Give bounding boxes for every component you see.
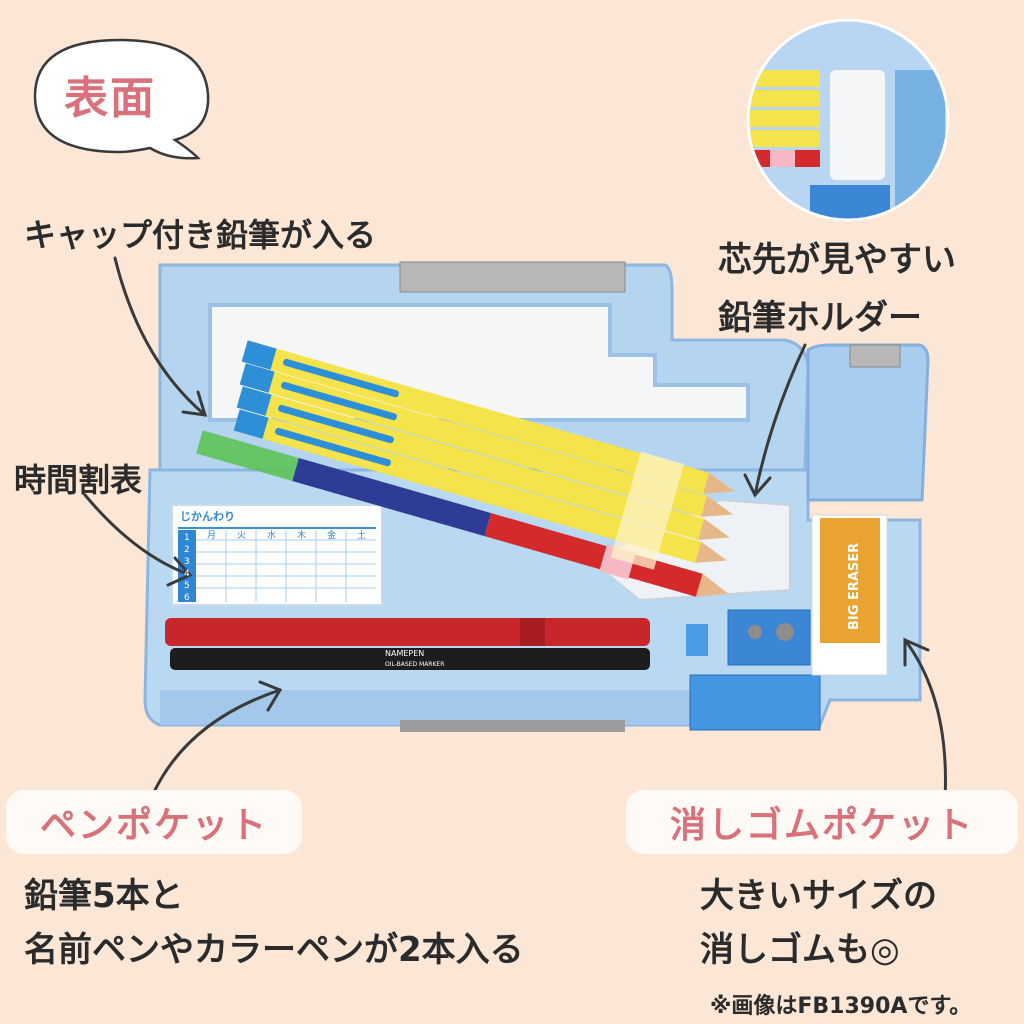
arrow-eraser	[903, 638, 947, 802]
eraser-pocket-label: 消しゴムポケット	[626, 790, 1018, 854]
timetable-card	[171, 504, 383, 606]
closeup-ring	[746, 18, 950, 222]
base-metal-clip	[400, 720, 625, 732]
arrow-capped-pencils	[113, 256, 207, 417]
lead-visible-label-line2: 鉛筆ホルダー	[718, 298, 922, 338]
arrow-eraser-head	[903, 637, 930, 667]
timetable-day-3: 木	[297, 529, 306, 541]
marker-brand-text: NAMEPEN	[385, 649, 424, 658]
arrow-holder	[753, 343, 807, 497]
pen-desc-line1: 鉛筆5本と	[24, 876, 184, 916]
pencil-3	[236, 386, 730, 540]
eraser-desc-line2: 消しゴムも◎	[700, 930, 900, 970]
pencil-grip-band	[610, 451, 685, 570]
timetable-period-2: 3	[184, 557, 190, 567]
timetable-day-5: 土	[357, 529, 366, 541]
pencil-2	[239, 363, 733, 517]
pencil-1	[241, 340, 735, 494]
arrow-pen-pocket-head	[258, 680, 283, 712]
pen-pocket-label: ペンポケット	[6, 790, 302, 854]
marker-type-text: OIL-BASED MARKER	[385, 661, 444, 668]
timetable-period-0: 1	[184, 533, 190, 543]
pencil-holder-closeup	[748, 20, 948, 220]
timetable-day-2: 水	[267, 529, 276, 541]
timetable-day-4: 金	[327, 529, 336, 541]
eraser-pocket-lid	[806, 343, 930, 502]
timetable-day-1: 火	[237, 530, 246, 541]
surface-title: 表面	[64, 73, 156, 124]
black-marker: NAMEPEN OIL-BASED MARKER	[170, 648, 650, 670]
timetable-period-4: 5	[184, 581, 190, 591]
timetable-period-5: 6	[184, 593, 190, 603]
eraser-desc-line1: 大きいサイズの	[700, 876, 937, 916]
speech-bubble	[33, 38, 210, 160]
arrow-timetable	[83, 493, 192, 577]
lid-hinge-plate	[399, 261, 626, 293]
arrow-capped-pencils-head	[181, 390, 208, 417]
arrow-holder-head	[743, 473, 772, 498]
red-pen	[165, 618, 650, 646]
pencil-4	[233, 409, 727, 563]
lead-visible-label-line1: 芯先が見やすい	[718, 240, 956, 280]
timetable-day-0: 月	[207, 530, 216, 541]
timetable-card-title: じかんわり	[180, 510, 235, 523]
timetable-period-1: 2	[184, 545, 190, 555]
eraser-lid-hinge	[849, 344, 901, 368]
arrow-pen-pocket	[153, 688, 282, 792]
big-eraser: BIG ERASER	[811, 514, 888, 676]
sharpener	[686, 609, 821, 731]
eraser-label: BIG ERASER	[847, 543, 862, 630]
pen-desc-line2: 名前ペンやカラーペンが2本入る	[24, 930, 524, 970]
capped-pencils-label: キャップ付き鉛筆が入る	[24, 216, 377, 254]
timetable-period-3: 4	[184, 569, 190, 579]
footnote: ※画像はFB1390Aです。	[710, 994, 972, 1019]
timetable-label: 時間割表	[14, 461, 143, 499]
arrow-timetable-head	[166, 556, 193, 587]
